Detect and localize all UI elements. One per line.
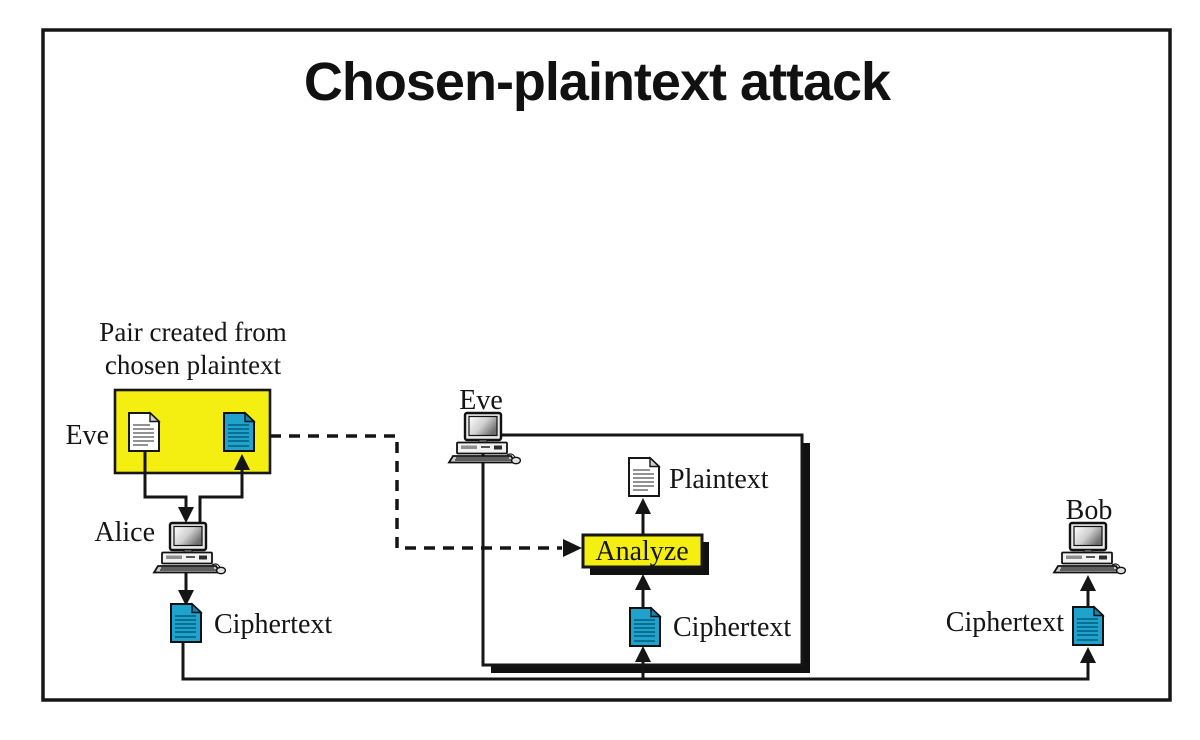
analyze-label: Analyze [595,536,688,567]
bob-group: Bob [1052,495,1127,575]
bob-ciphertext-group: Ciphertext [946,606,1104,646]
chosen-plaintext-doc-icon [128,412,160,452]
arrowhead-up-tapped-ciphertext [635,646,651,662]
plaintext-result-group: Plaintext [628,457,769,497]
recovered-plaintext-doc-icon [628,457,660,497]
bob-label: Bob [1066,495,1113,526]
arrowhead-down-alice-ciphertext [178,590,194,606]
plaintext-label: Plaintext [669,464,769,495]
arrowhead-right-analyze [563,539,582,557]
diagram-title: Chosen-plaintext attack [304,52,892,112]
pair-caption-line1: Pair created from [99,317,286,347]
eve-middle-group: Eve [447,385,522,465]
chosen-pair-group: Pair created from chosen plaintext Eve [65,317,287,475]
alice-group: Alice [94,517,227,575]
pair-ciphertext-doc-icon [223,412,255,452]
arrowhead-up-pair-ciphertext [234,454,250,470]
plaintext-to-alice-wire [143,452,188,508]
analyze-box [581,533,704,569]
arrowhead-up-bob-ciphertext [1080,647,1096,663]
bob-ciphertext-label: Ciphertext [946,607,1064,638]
alice-to-pair-wire [198,469,244,523]
tapped-ciphertext-label: Ciphertext [673,612,791,643]
analyze-group: Analyze [581,533,709,575]
arrowhead-up-plaintext [635,498,651,514]
arrowhead-up-bob [1080,575,1096,591]
alice-ciphertext-group: Ciphertext [170,603,332,643]
arrowhead-up-analyze [635,574,651,590]
bob-ciphertext-doc-icon [1072,606,1104,646]
ciphertext-transmission-wire [181,643,1090,681]
pair-caption-line2: chosen plaintext [105,350,282,380]
tapped-ciphertext-group: Ciphertext [629,607,791,647]
alice-label: Alice [94,517,155,548]
tapped-ciphertext-doc-icon [629,607,661,647]
alice-ciphertext-label: Ciphertext [214,609,332,640]
eve-left-label: Eve [65,420,109,451]
pair-to-analyze-dashed-wire [270,434,562,550]
eve-middle-label: Eve [459,385,503,416]
arrowhead-down-alice [178,507,194,523]
alice-ciphertext-doc-icon [170,603,202,643]
